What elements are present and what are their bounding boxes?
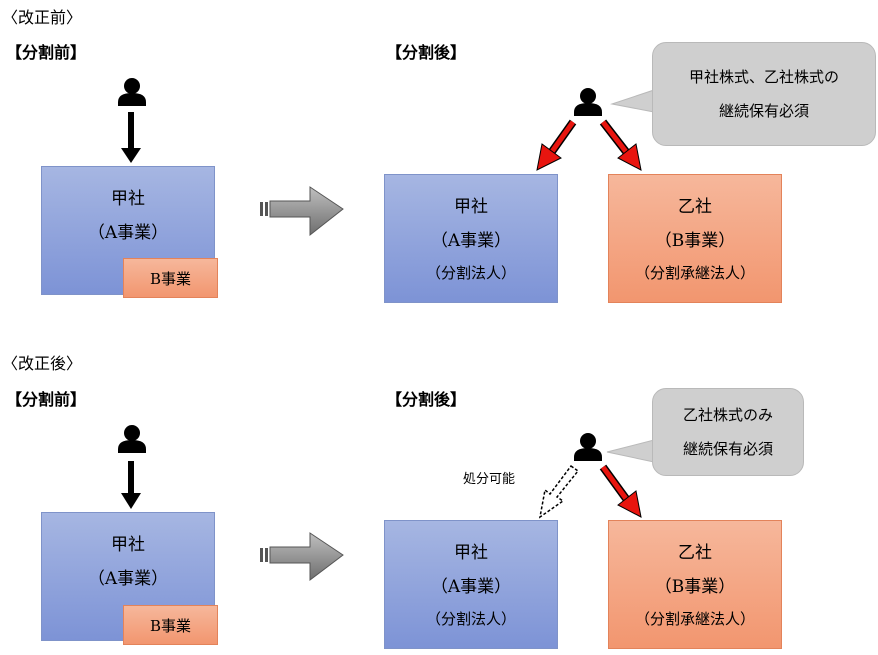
person-icon [574, 88, 602, 116]
role-label: （分割法人） [425, 609, 516, 628]
dispose-possible-note: 処分可能 [463, 472, 516, 487]
role-label: （分割法人） [425, 263, 516, 282]
right-arrow-bottom [260, 532, 344, 582]
business-label: （A事業） [430, 576, 512, 597]
label-after-split: 【分割後】 [386, 390, 467, 409]
b-business-badge: B事業 [123, 258, 218, 298]
heading-before-reform: 〈改正前〉 [2, 8, 83, 27]
company-name: 甲社 [454, 542, 488, 563]
b-business-badge: B事業 [123, 605, 218, 645]
person-icon [118, 425, 146, 453]
business-label: （B事業） [654, 230, 736, 251]
company-otsu-after: 乙社 （B事業） （分割承継法人） [608, 520, 782, 649]
bubble-tail-bottom [606, 439, 655, 463]
company-kou-after: 甲社 （A事業） （分割法人） [384, 520, 558, 649]
speech-bubble-top: 甲社株式、乙社株式の 継続保有必須 [652, 42, 876, 146]
label-after-split: 【分割後】 [386, 43, 467, 62]
red-arrow-left-top [536, 119, 577, 171]
bubble-line1: 甲社株式、乙社株式の [688, 68, 839, 86]
bubble-line2: 継続保有必須 [718, 102, 809, 120]
speech-bubble-bottom: 乙社株式のみ 継続保有必須 [652, 388, 804, 476]
right-arrow-top [260, 186, 344, 237]
label-before-split: 【分割前】 [6, 43, 87, 62]
company-kou-after: 甲社 （A事業） （分割法人） [384, 174, 558, 303]
company-name: 甲社 [454, 196, 488, 217]
role-label: （分割承継法人） [634, 263, 755, 282]
down-arrow-bottom [121, 461, 141, 509]
company-name: 乙社 [678, 542, 712, 563]
company-name: 甲社 [111, 188, 145, 209]
heading-after-reform: 〈改正後〉 [2, 354, 83, 373]
business-label: （B事業） [654, 576, 736, 597]
person-icon [574, 433, 602, 461]
role-label: （分割承継法人） [634, 609, 755, 628]
business-label: （A事業） [87, 568, 169, 589]
business-label: （A事業） [430, 230, 512, 251]
bubble-line1: 乙社株式のみ [682, 406, 773, 424]
dashed-arrow-bottom [538, 464, 580, 519]
business-label: （A事業） [87, 222, 169, 243]
red-arrow-right-top [599, 119, 642, 171]
down-arrow-top [121, 112, 141, 163]
person-icon [118, 78, 146, 106]
red-arrow-right-bottom [599, 464, 642, 518]
company-otsu-after: 乙社 （B事業） （分割承継法人） [608, 174, 782, 303]
bubble-tail-top [610, 89, 655, 113]
label-before-split: 【分割前】 [6, 390, 87, 409]
bubble-line2: 継続保有必須 [682, 440, 773, 458]
company-name: 甲社 [111, 534, 145, 555]
company-name: 乙社 [678, 196, 712, 217]
